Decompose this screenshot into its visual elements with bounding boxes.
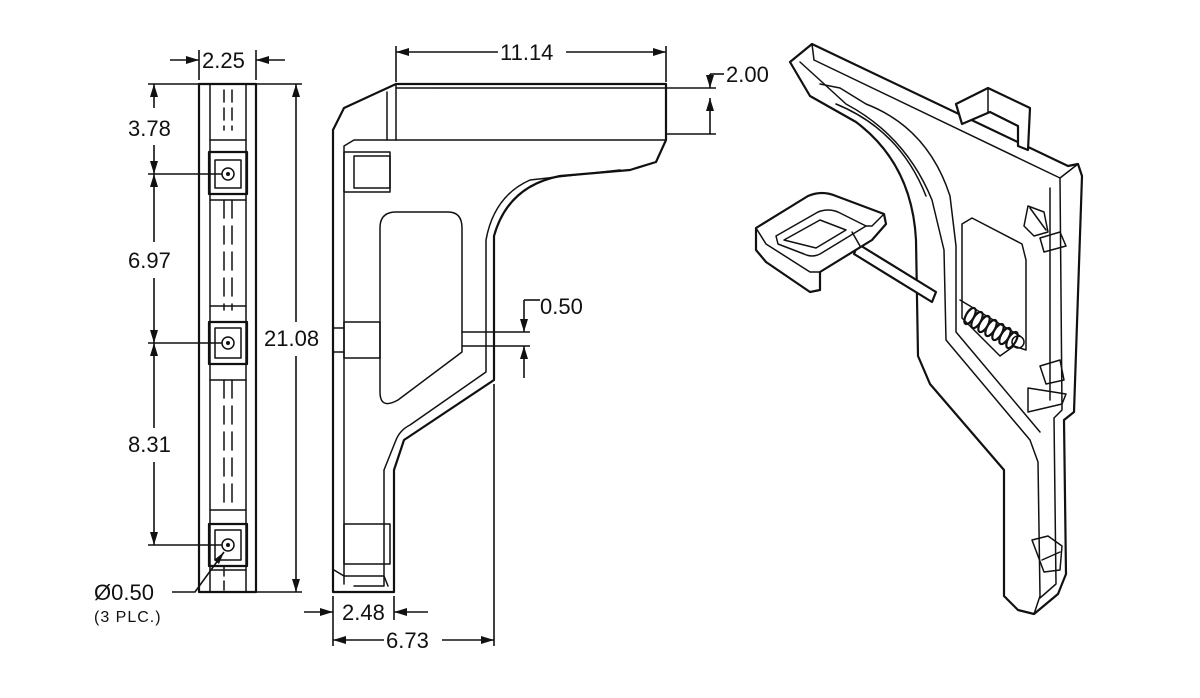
center-cutout [379,211,463,405]
dim-label-hole-diameter: Ø0.50 [94,580,154,605]
dim-label-hole-spacing-1: 6.97 [128,248,171,273]
dim-overall-height: 21.08 [256,83,319,593]
dim-label-top-arm-length: 11.14 [500,40,553,65]
dim-label-hole-spacing-2: 8.31 [128,432,171,457]
latch-handle [754,191,888,294]
dim-foot-width: 2.48 [304,596,428,646]
dim-base-depth: 6.73 [333,384,495,653]
mounting-hole-top [207,150,249,196]
dim-label-foot-width: 2.48 [342,600,385,625]
dim-label-hole-count: (3 PLC.) [94,609,162,626]
hole-callout: Ø0.50 (3 PLC.) [94,551,225,626]
dim-label-base-depth: 6.73 [386,628,429,653]
side-view: 2.25 3.78 6.97 8.31 [94,48,319,626]
dim-label-side-width: 2.25 [202,48,245,73]
side-view-outline [197,82,258,594]
dim-side-width: 2.25 [170,48,285,80]
dim-wall-thickness: 0.50 [494,294,583,378]
dim-hole-chain: 3.78 6.97 8.31 [128,83,222,546]
bracket-outline [331,82,668,594]
iso-center-cutout [961,217,1027,357]
spring [959,299,1025,350]
isometric-view [754,42,1084,616]
dim-arm-thickness: 2.00 [438,62,769,135]
dim-label-wall-thickness: 0.50 [540,294,583,319]
front-view: 11.14 2.00 0.50 [304,40,769,653]
dim-top-arm-length: 11.14 [395,40,667,82]
dim-label-top-offset: 3.78 [128,116,171,141]
latch-pin [852,242,938,304]
dim-label-arm-thickness: 2.00 [726,62,769,87]
iso-bracket-body [788,42,1084,616]
dim-label-overall-height: 21.08 [264,326,319,351]
